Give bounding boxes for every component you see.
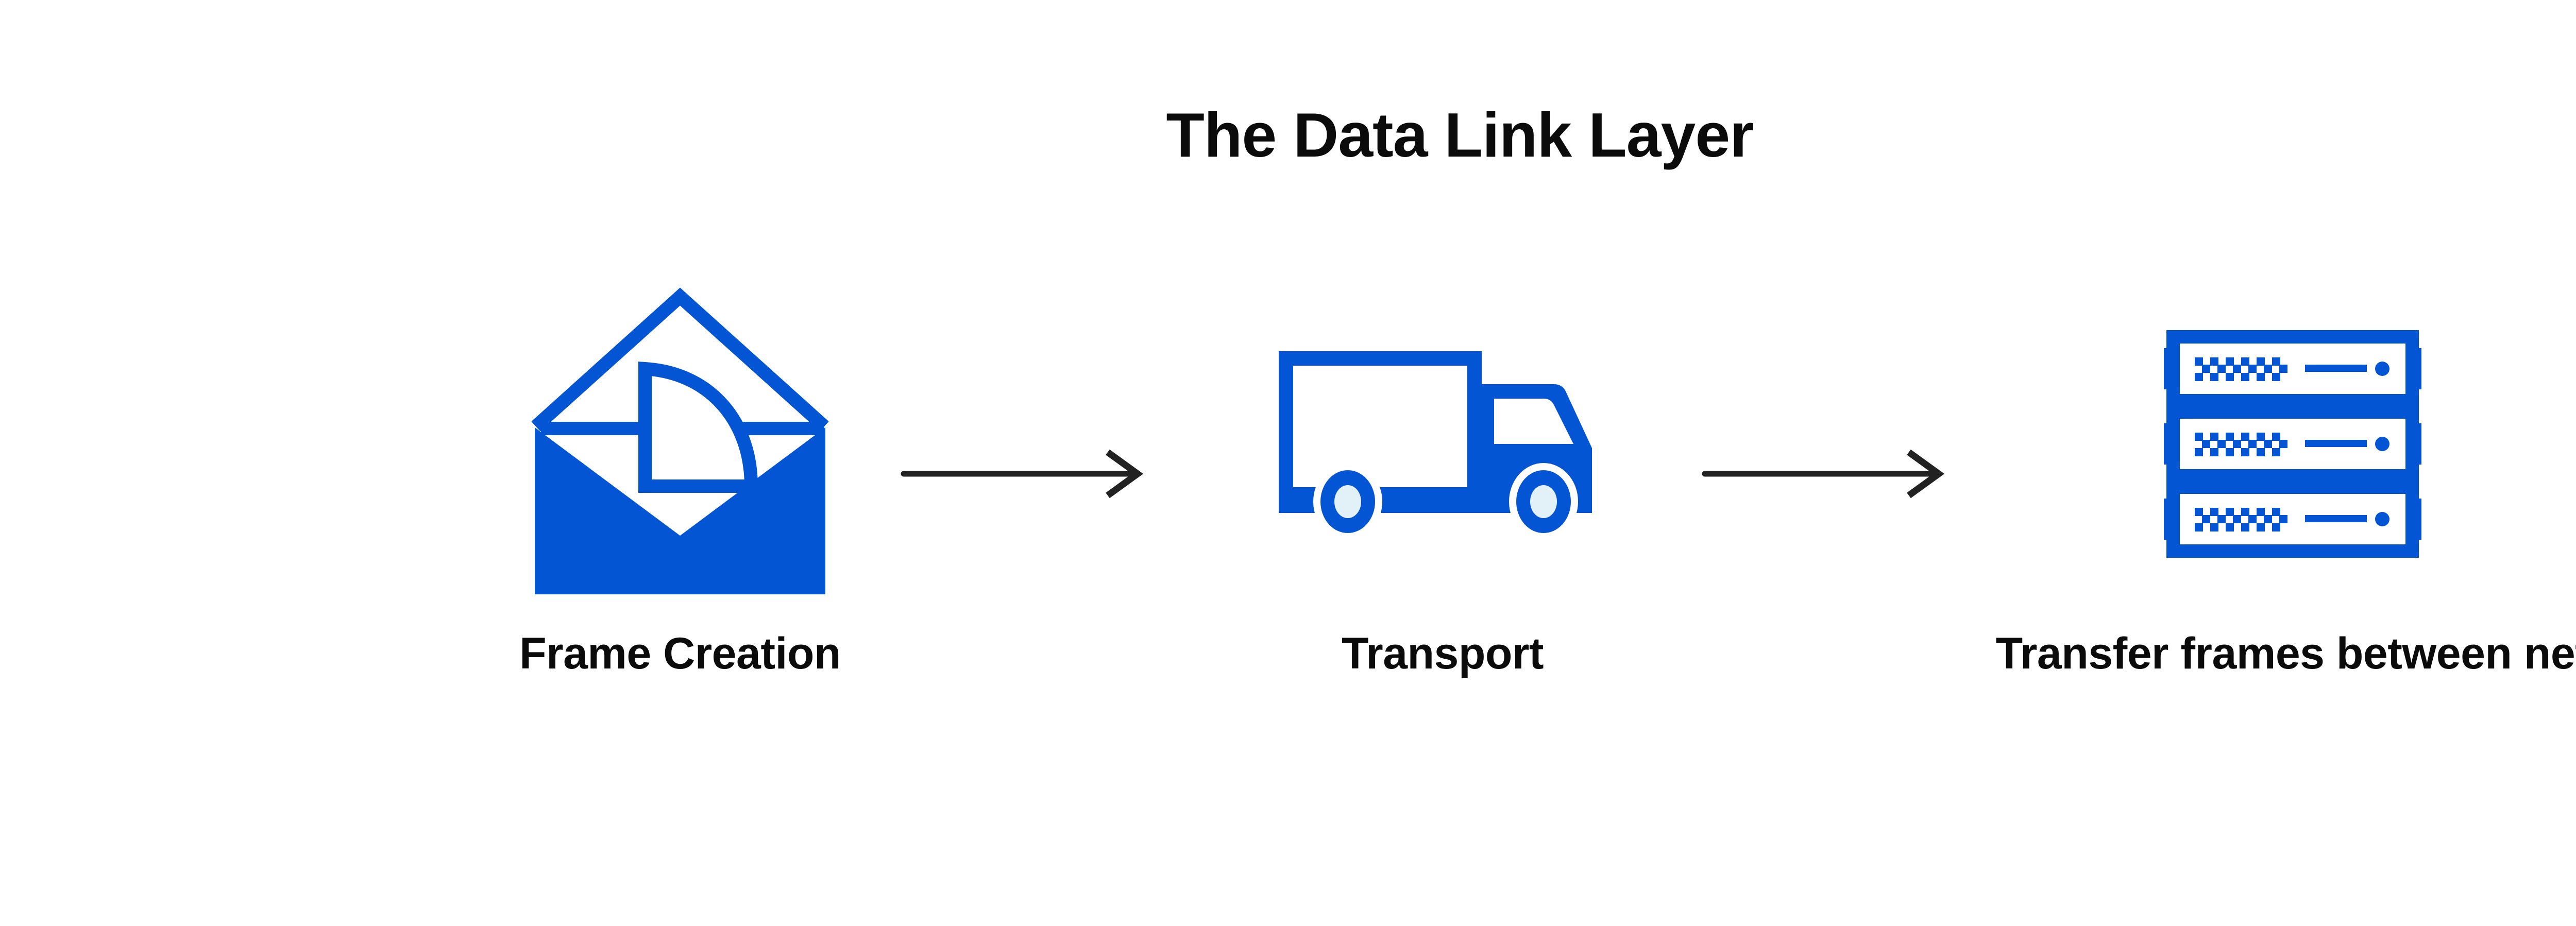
- server-unit-3: [2164, 487, 2421, 551]
- flow-step-transfer[interactable]: Transfer frames between net: [1824, 288, 2576, 678]
- page-title: The Data Link Layer: [1166, 100, 1754, 170]
- flow-connector-1: [901, 443, 1149, 505]
- arrow-right-icon: [901, 449, 1144, 499]
- server-unit-1: [2164, 337, 2421, 401]
- flow-step-label-frame-creation: Frame Creation: [519, 629, 841, 678]
- transport-icon-wrap: [1133, 288, 1752, 597]
- server-unit-2: [2164, 412, 2421, 476]
- process-flow: Frame Creation: [0, 287, 2576, 678]
- flow-connector-2: [1702, 443, 1950, 505]
- flow-step-label-transport: Transport: [1341, 629, 1544, 678]
- frame-creation-icon-wrap: [371, 287, 989, 597]
- transfer-icon-wrap: [1824, 288, 2576, 597]
- flow-step-label-transfer: Transfer frames between net: [1995, 629, 2576, 678]
- open-envelope-icon: [531, 287, 829, 594]
- flow-step-frame-creation[interactable]: Frame Creation: [371, 287, 989, 678]
- server-stack-icon: [2164, 330, 2421, 556]
- delivery-truck-icon: [1279, 351, 1592, 540]
- flow-step-transport[interactable]: Transport: [1133, 288, 1752, 678]
- arrow-right-icon: [1702, 449, 1945, 499]
